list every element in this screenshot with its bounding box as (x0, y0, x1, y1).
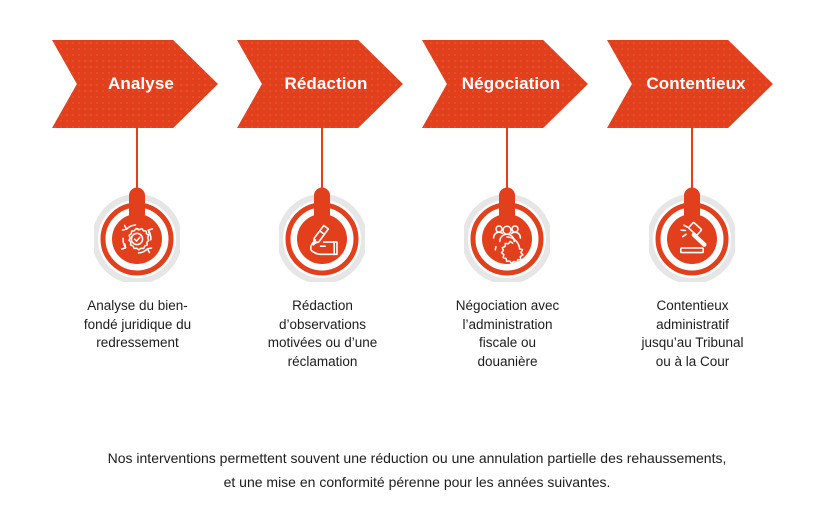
step-item: Analyse (45, 0, 230, 400)
step-badge (279, 186, 365, 282)
step-chevron-banner: Contentieux (607, 40, 773, 128)
step-connector-line (136, 128, 138, 190)
step-caption: Rédaction d’observations motivées ou d’u… (267, 298, 378, 369)
step-title: Contentieux (646, 74, 746, 93)
step-item: Rédaction (230, 0, 415, 400)
step-connector-line (321, 128, 323, 190)
step-caption: Contentieux administratif jusqu’au Tribu… (641, 298, 744, 369)
step-title: Négociation (461, 74, 561, 93)
step-caption: Analyse du bien- fondé juridique du redr… (83, 298, 192, 350)
step-connector-line (691, 128, 693, 190)
step-chevron-banner: Rédaction (237, 40, 403, 128)
footer-note: Nos interventions permettent souvent une… (107, 450, 727, 490)
step-title: Analyse (108, 74, 174, 93)
step-badge (649, 186, 735, 282)
step-connector-line (506, 128, 508, 190)
people-gear-icon (464, 187, 550, 282)
steps-row: Analyse (45, 0, 785, 400)
step-title: Rédaction (284, 74, 368, 93)
step-caption: Négociation avec l’administration fiscal… (455, 298, 560, 369)
hand-writing-pen-icon (279, 187, 365, 282)
gear-check-cycle-icon (94, 187, 180, 282)
step-item: Négociation (415, 0, 600, 400)
step-badge (94, 186, 180, 282)
gavel-icon (649, 187, 735, 282)
step-chevron-banner: Négociation (422, 40, 588, 128)
step-chevron-banner: Analyse (52, 40, 218, 128)
step-item: Contentieux (600, 0, 785, 400)
step-badge (464, 186, 550, 282)
